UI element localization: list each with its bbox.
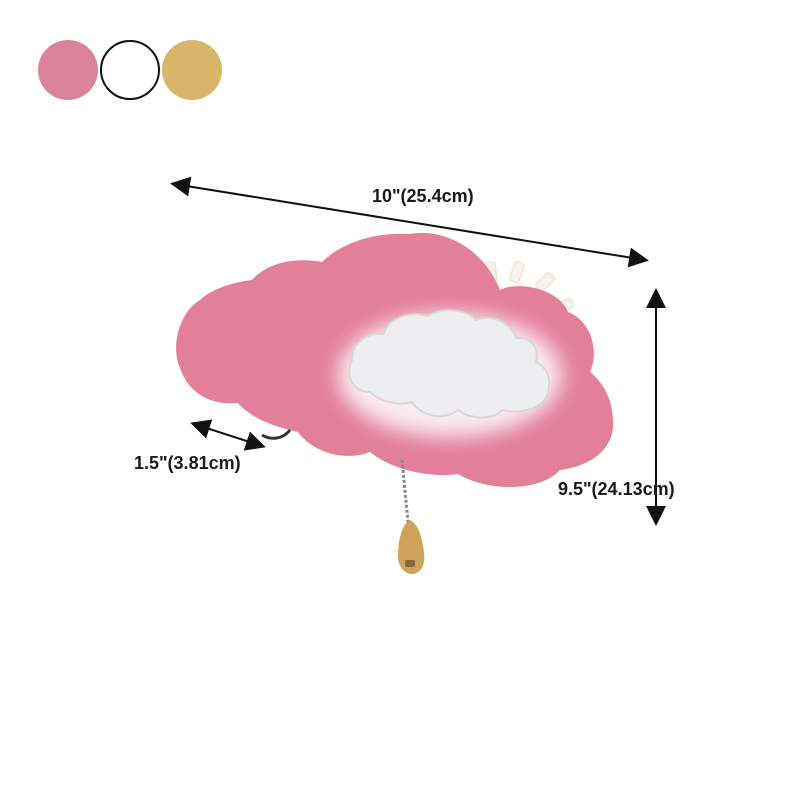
depth-label: 1.5"(3.81cm) bbox=[134, 453, 241, 473]
color-swatch-white[interactable] bbox=[100, 40, 160, 100]
width-label: 10"(25.4cm) bbox=[372, 186, 474, 206]
pull-tassel[interactable] bbox=[398, 520, 425, 574]
width-arrow bbox=[170, 176, 649, 268]
inner-cloud-panel bbox=[348, 309, 551, 419]
depth-arrow bbox=[190, 419, 266, 451]
pull-chain bbox=[400, 459, 410, 523]
color-options bbox=[38, 40, 222, 100]
color-swatch-pink[interactable] bbox=[38, 40, 98, 100]
color-swatch-gold[interactable] bbox=[162, 40, 222, 100]
height-label: 9.5"(24.13cm) bbox=[558, 479, 675, 499]
